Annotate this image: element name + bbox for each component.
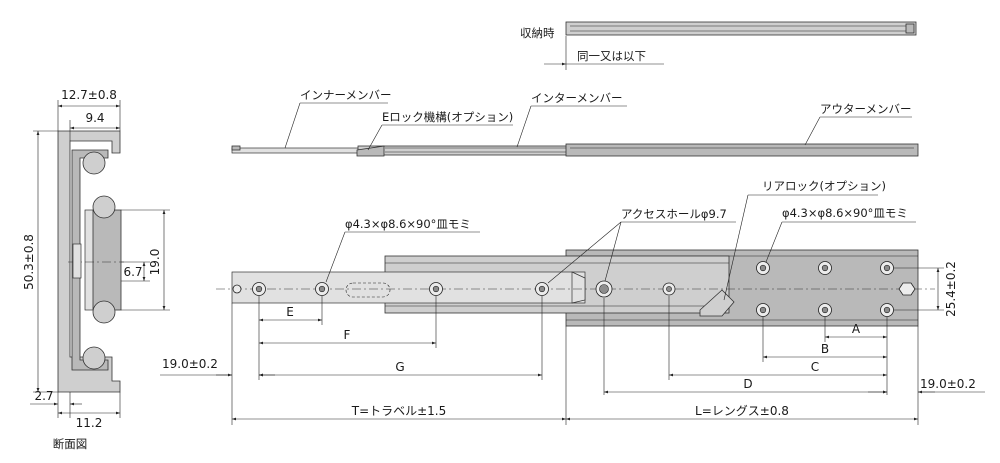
stored-state-view: 収納時 同一又は以下 xyxy=(520,21,917,70)
cross-section-view: 12.7±0.8 9.4 50.3±0.8 19.0 6.7 2.7 11.2 … xyxy=(22,88,170,451)
dim-left-end: 19.0±0.2 xyxy=(162,357,218,371)
section-caption: 断面図 xyxy=(53,437,88,451)
ball-bottom-inner xyxy=(92,300,116,324)
dim-offset: 6.7 xyxy=(123,265,142,279)
dim-width-total: 12.7±0.8 xyxy=(61,88,117,102)
dim-A: A xyxy=(852,322,861,336)
outer-member-side xyxy=(565,143,919,157)
dim-width-inner: 9.4 xyxy=(85,111,104,125)
dim-height-total: 50.3±0.8 xyxy=(22,234,36,290)
stored-label: 収納時 xyxy=(520,26,555,40)
ball-top-outer xyxy=(82,151,106,175)
label-inner-member: インナーメンバー xyxy=(300,88,392,102)
dim-B: B xyxy=(821,342,829,356)
ball-top-inner xyxy=(92,195,116,219)
label-intermediate-member: インターメンバー xyxy=(531,91,623,105)
side-view: インナーメンバー Eロック機構(オプション) インターメンバー アウターメンバー xyxy=(231,88,919,157)
label-hole-spec-right: φ4.3×φ8.6×90°皿モミ xyxy=(782,206,908,220)
dim-height-mid: 19.0 xyxy=(148,249,162,276)
dim-pitch: 25.4±0.2 xyxy=(944,261,958,317)
stored-note: 同一又は以下 xyxy=(577,49,646,63)
dim-F: F xyxy=(344,328,351,342)
dim-right-end: 19.0±0.2 xyxy=(920,377,976,391)
dim-C: C xyxy=(811,360,819,374)
dim-length: L=レングス±0.8 xyxy=(695,404,789,418)
dim-travel: T=トラベル±1.5 xyxy=(351,404,447,418)
label-elock: Eロック機構(オプション) xyxy=(382,110,513,124)
inner-flange xyxy=(92,209,122,311)
dim-D: D xyxy=(743,377,752,391)
dim-bottom-left: 2.7 xyxy=(34,389,53,403)
dim-E: E xyxy=(286,305,294,319)
label-rear-lock: リアロック(オプション) xyxy=(762,179,886,193)
ball-bottom-outer xyxy=(82,346,106,370)
label-outer-member: アウターメンバー xyxy=(820,102,912,116)
dim-G: G xyxy=(395,360,404,374)
label-access-hole: アクセスホールφ9.7 xyxy=(621,207,727,221)
dim-bottom-width: 11.2 xyxy=(76,416,103,430)
plan-view: φ4.3×φ8.6×90°皿モミ アクセスホールφ9.7 リアロック(オプション… xyxy=(160,179,985,425)
inner-member-plan xyxy=(231,271,586,304)
label-hole-spec-left: φ4.3×φ8.6×90°皿モミ xyxy=(345,217,471,231)
